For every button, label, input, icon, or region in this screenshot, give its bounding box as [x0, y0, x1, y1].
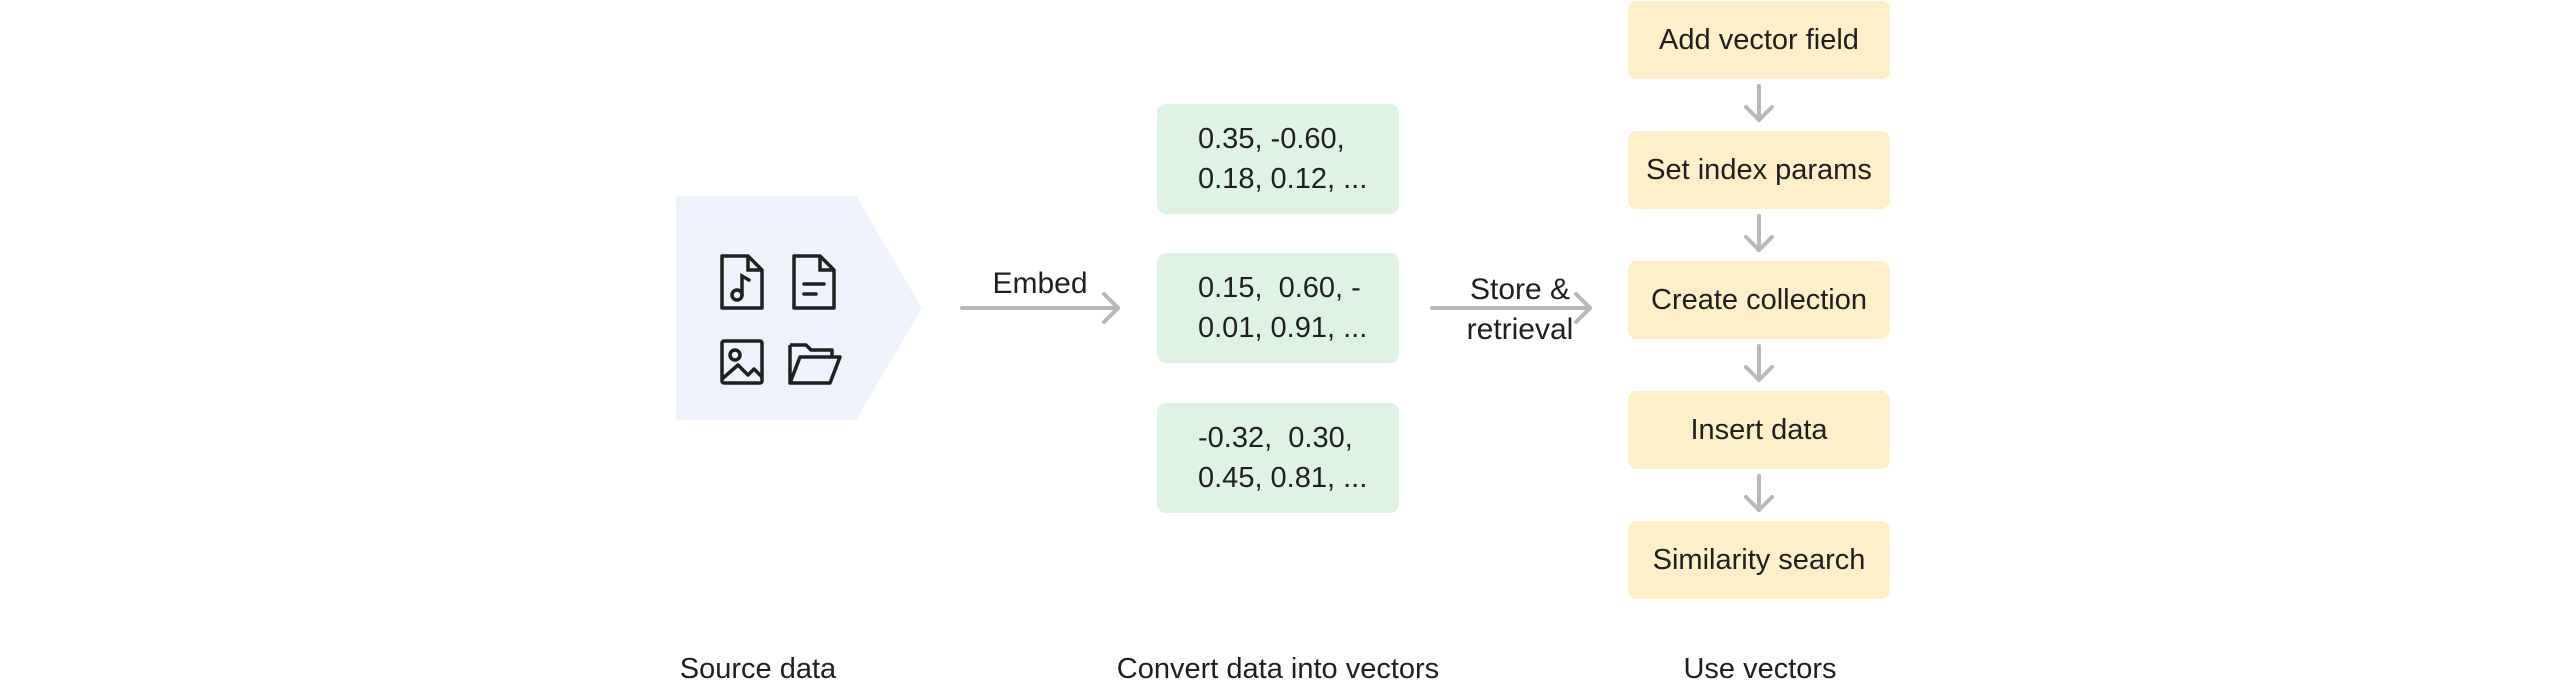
step-set-index-params: Set index params — [1628, 131, 1890, 209]
step-add-vector-field: Add vector field — [1628, 1, 1890, 79]
vector-line: 0.18, 0.12, ... — [1198, 163, 1368, 195]
step-arrow-3 — [1744, 344, 1774, 382]
embed-label: Embed — [992, 267, 1088, 300]
music-file-icon — [720, 254, 764, 310]
vector-line: 0.45, 0.81, ... — [1198, 462, 1368, 494]
vector-line: -0.32, 0.30, — [1198, 422, 1353, 454]
vector-text-2: 0.15, 0.60, - 0.01, 0.91, ... — [1198, 268, 1368, 348]
step-insert-data: Insert data — [1628, 391, 1890, 469]
vector-box-2: 0.15, 0.60, - 0.01, 0.91, ... — [1157, 253, 1399, 363]
vector-line: 0.01, 0.91, ... — [1198, 312, 1368, 344]
source-data-label: Source data — [679, 653, 837, 685]
step-arrow-4 — [1744, 474, 1774, 512]
vector-text-1: 0.35, -0.60, 0.18, 0.12, ... — [1198, 119, 1368, 199]
store-arrow — [1430, 292, 1592, 324]
text-file-icon — [792, 254, 836, 310]
store-retrieval-label: Store & retrieval — [1440, 270, 1600, 350]
vector-line: 0.35, -0.60, — [1198, 123, 1345, 155]
embed-arrow — [960, 292, 1120, 324]
step-create-collection: Create collection — [1628, 261, 1890, 339]
vector-box-3: -0.32, 0.30, 0.45, 0.81, ... — [1157, 403, 1399, 513]
vector-line: 0.15, 0.60, - — [1198, 272, 1361, 304]
image-file-icon — [720, 339, 764, 385]
store-label-line1: Store & — [1469, 273, 1571, 306]
step-similarity-search: Similarity search — [1628, 521, 1890, 599]
vector-text-3: -0.32, 0.30, 0.45, 0.81, ... — [1198, 418, 1368, 498]
use-vectors-label: Use vectors — [1683, 653, 1837, 685]
step-arrow-1 — [1744, 84, 1774, 122]
folder-icon — [788, 343, 842, 385]
convert-data-label: Convert data into vectors — [1116, 653, 1440, 685]
vector-box-1: 0.35, -0.60, 0.18, 0.12, ... — [1157, 104, 1399, 214]
step-arrow-2 — [1744, 214, 1774, 252]
store-label-line2: retrieval — [1466, 313, 1574, 346]
